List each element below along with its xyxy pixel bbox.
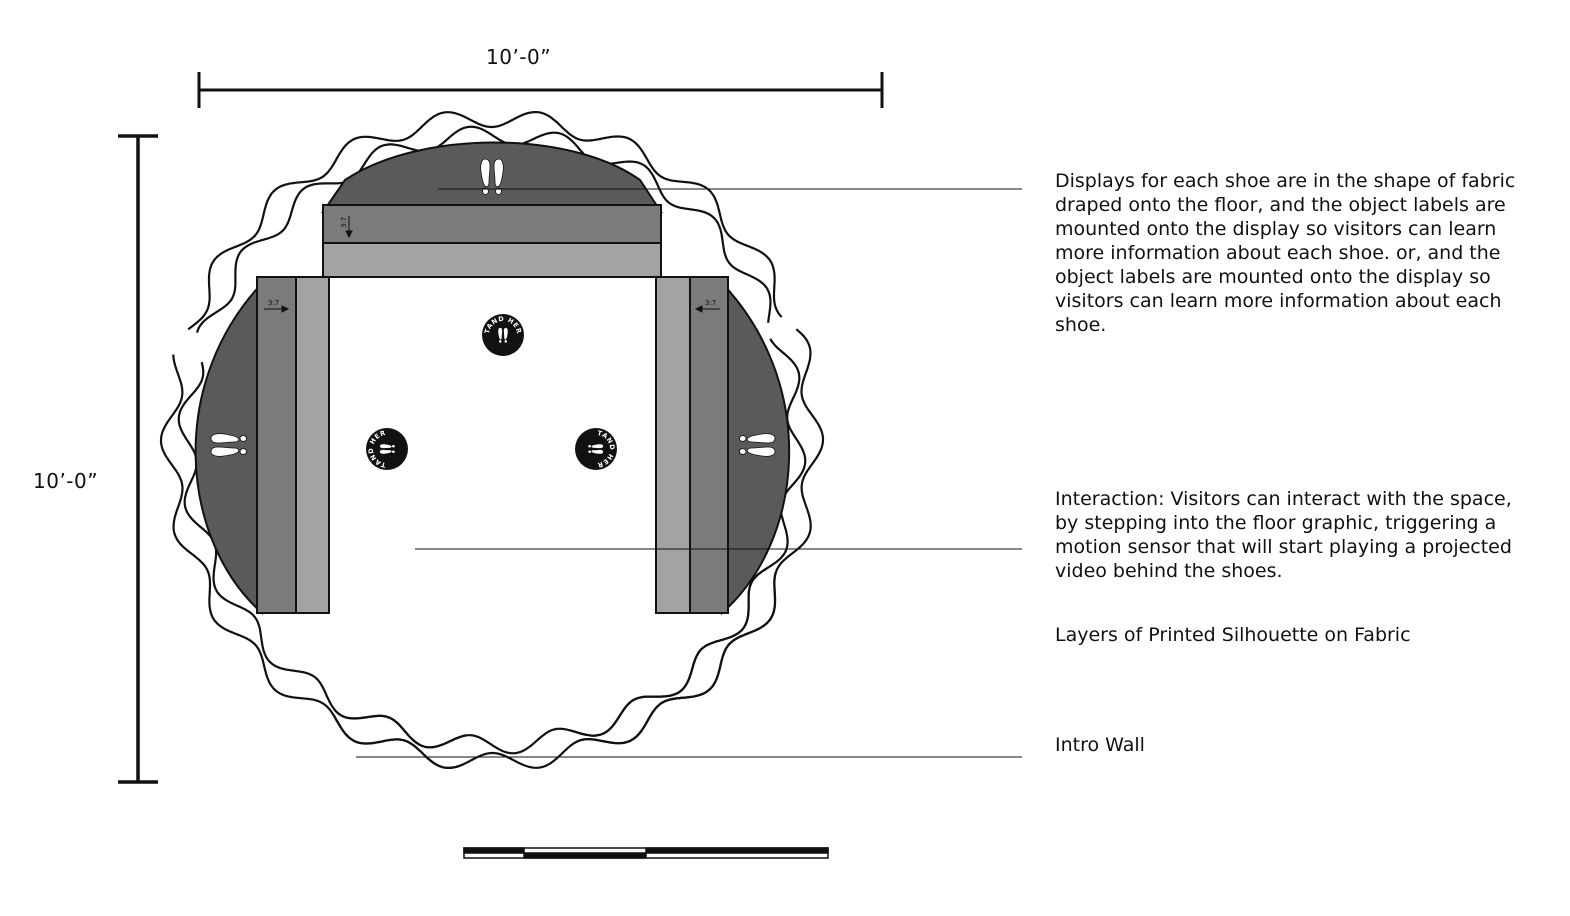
wavy-fabric-line (177, 361, 467, 749)
displays-annotation: Displays for each shoe are in the shape … (1055, 170, 1516, 336)
scale-bar (463, 847, 829, 859)
top-shoe-display (321, 141, 663, 278)
right-display-arrow (694, 305, 720, 313)
right-display-mid-plinth (689, 276, 729, 614)
interaction-annotation: Interaction: Visitors can interact with … (1055, 488, 1512, 582)
layers-annotation: Layers of Printed Silhouette on Fabric (1055, 624, 1411, 646)
wavy-fabric-line (159, 354, 465, 769)
wavy-fabric-line (187, 111, 783, 331)
stand-here-sticker-left: STAND HERE (366, 428, 408, 470)
right-display-label-height: 3:7 (705, 299, 716, 307)
top-display-fabric (321, 141, 663, 213)
stand-here-sticker-top: STAND HERE (482, 314, 524, 356)
height-dimension-label: 10’-0” (33, 469, 99, 493)
left-display-light-plinth (295, 276, 330, 614)
right-display-fabric (713, 276, 791, 616)
height-dimension-line (118, 134, 158, 784)
leader-lines (356, 188, 1022, 758)
top-display-mid-plinth (322, 204, 662, 244)
left-display-label-height: 3:7 (268, 299, 279, 307)
top-display-light-plinth (322, 242, 662, 278)
wavy-fabric-line (572, 572, 777, 745)
top-display-label-height: 3:7 (340, 217, 348, 228)
stand-here-sticker-right: STAND HERE (575, 428, 617, 470)
wavy-fabric-line (569, 567, 768, 737)
wavy-fabric-line (196, 125, 772, 333)
right-display-light-plinth (655, 276, 691, 614)
left-display-fabric (194, 276, 271, 616)
fabric-silhouette-layers (159, 111, 825, 769)
left-display-arrow (264, 305, 290, 313)
width-dimension-label: 10’-0” (486, 45, 552, 69)
intro-wall-annotation: Intro Wall (1055, 734, 1145, 756)
left-display-mid-plinth (256, 276, 297, 614)
right-shoe-display (655, 276, 791, 616)
left-shoe-display (194, 276, 330, 616)
top-display-arrow (345, 216, 353, 239)
width-dimension-line (197, 72, 884, 108)
